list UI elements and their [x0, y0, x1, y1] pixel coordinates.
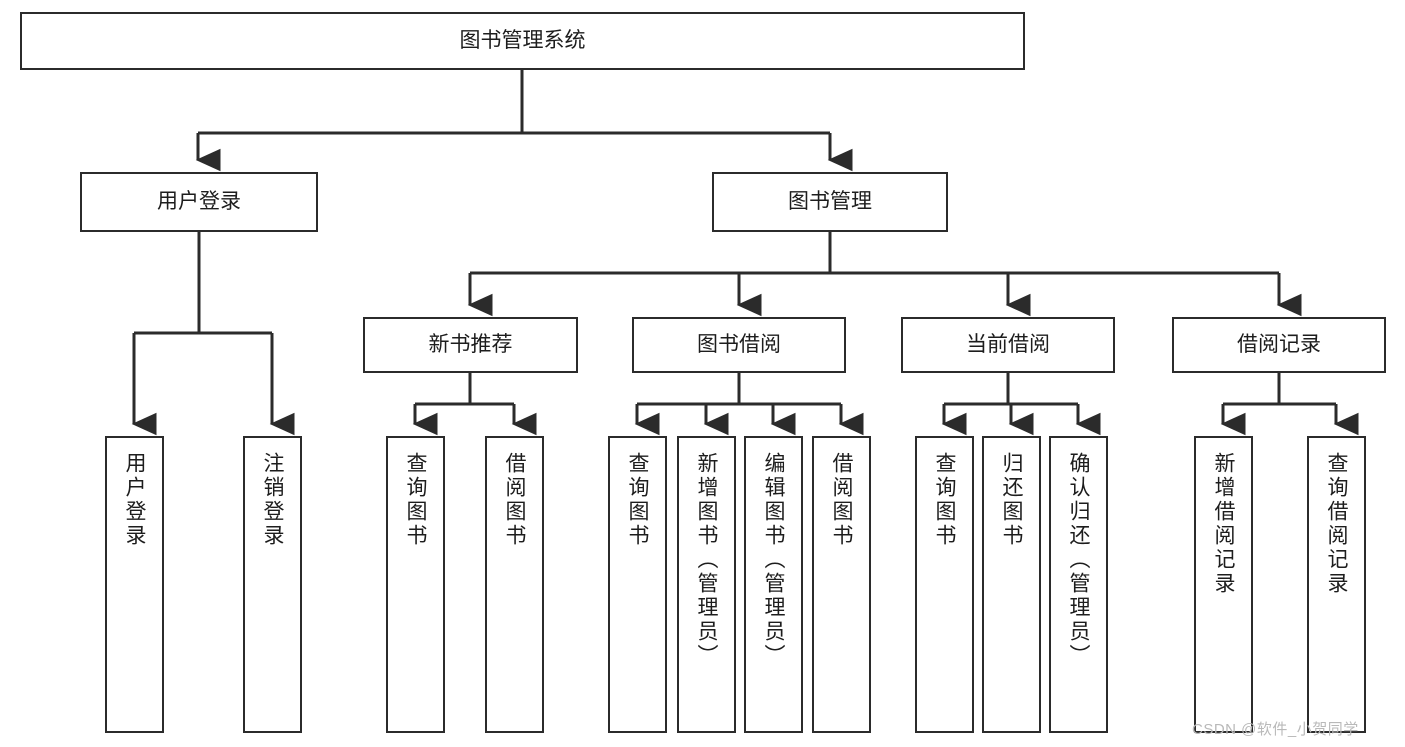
leaf-edit-book-admin[interactable]: 编辑图书（管理员）	[744, 436, 803, 733]
node-borrow-record-label: 借阅记录	[1237, 332, 1321, 356]
node-borrow-record[interactable]: 借阅记录	[1172, 317, 1386, 373]
edges-currentborrow-to-leaves	[941, 373, 1101, 436]
leaf-query-book-borrow[interactable]: 查询图书	[608, 436, 667, 733]
node-root[interactable]: 图书管理系统	[20, 12, 1025, 70]
node-new-book-recommend[interactable]: 新书推荐	[363, 317, 578, 373]
edges-bookborrow-to-leaves	[634, 373, 864, 436]
leaf-confirm-return-admin[interactable]: 确认归还（管理员）	[1049, 436, 1108, 733]
node-user-login-label: 用户登录	[157, 189, 241, 213]
leaf-borrow-book-recommend-label: 借阅图书	[503, 452, 526, 548]
edges-userlogin-to-leaves	[131, 232, 295, 436]
leaf-add-book-admin[interactable]: 新增图书（管理员）	[677, 436, 736, 733]
leaf-query-book-recommend-label: 查询图书	[404, 452, 427, 548]
leaf-query-borrow-record-label: 查询借阅记录	[1325, 452, 1348, 596]
leaf-borrow-book[interactable]: 借阅图书	[812, 436, 871, 733]
edges-bookmanage-to-level3	[467, 232, 1302, 317]
leaf-query-book-current[interactable]: 查询图书	[915, 436, 974, 733]
node-current-borrow-label: 当前借阅	[966, 332, 1050, 356]
leaf-query-book-current-label: 查询图书	[933, 452, 956, 548]
node-book-manage[interactable]: 图书管理	[712, 172, 948, 232]
node-book-borrow-label: 图书借阅	[697, 332, 781, 356]
node-user-login[interactable]: 用户登录	[80, 172, 318, 232]
node-book-borrow[interactable]: 图书借阅	[632, 317, 846, 373]
leaf-confirm-return-admin-label: 确认归还（管理员）	[1067, 452, 1090, 668]
leaf-borrow-book-recommend[interactable]: 借阅图书	[485, 436, 544, 733]
leaf-query-book-recommend[interactable]: 查询图书	[386, 436, 445, 733]
node-root-label: 图书管理系统	[459, 28, 586, 52]
leaf-query-borrow-record[interactable]: 查询借阅记录	[1307, 436, 1366, 733]
node-new-book-recommend-label: 新书推荐	[428, 332, 513, 356]
leaf-add-borrow-record[interactable]: 新增借阅记录	[1194, 436, 1253, 733]
leaf-return-book[interactable]: 归还图书	[982, 436, 1041, 733]
node-book-manage-label: 图书管理	[788, 189, 872, 213]
leaf-query-book-borrow-label: 查询图书	[626, 452, 649, 548]
edges-root-to-level2	[195, 70, 853, 172]
node-current-borrow[interactable]: 当前借阅	[901, 317, 1115, 373]
leaf-logout-login-label: 注销登录	[261, 452, 284, 548]
leaf-user-login[interactable]: 用户登录	[105, 436, 164, 733]
leaf-logout-login[interactable]: 注销登录	[243, 436, 302, 733]
leaf-add-borrow-record-label: 新增借阅记录	[1212, 452, 1235, 596]
edges-recommend-to-leaves	[412, 373, 537, 436]
leaf-borrow-book-label: 借阅图书	[830, 452, 853, 548]
leaf-add-book-admin-label: 新增图书（管理员）	[695, 452, 718, 668]
leaf-return-book-label: 归还图书	[1000, 452, 1023, 548]
leaf-user-login-label: 用户登录	[123, 452, 146, 548]
leaf-edit-book-admin-label: 编辑图书（管理员）	[762, 452, 785, 668]
edges-borrowrecord-to-leaves	[1220, 373, 1359, 436]
